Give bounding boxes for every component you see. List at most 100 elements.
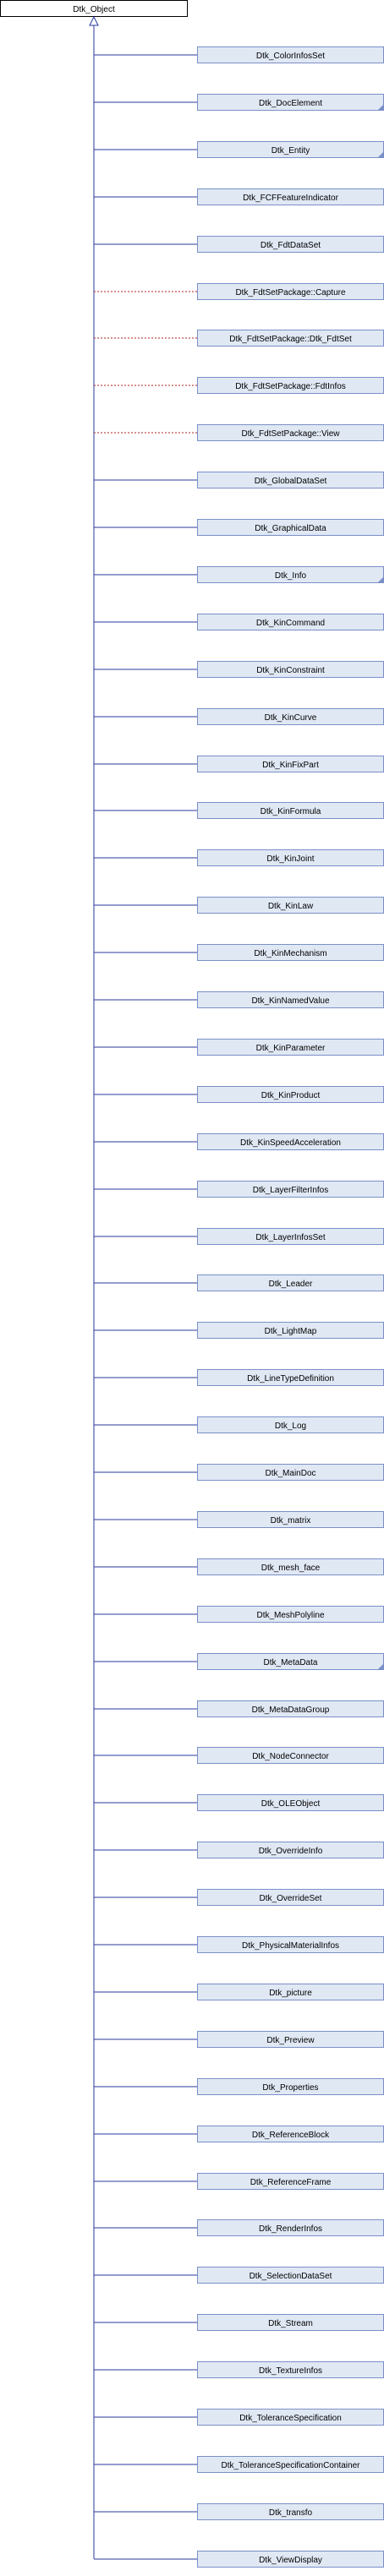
class-node[interactable]: Dtk_matrix — [197, 1511, 384, 1528]
class-label: Dtk_KinCurve — [265, 713, 317, 723]
class-label: Dtk_ToleranceSpecification — [239, 2414, 342, 2423]
class-node[interactable]: Dtk_KinConstraint — [197, 661, 384, 678]
class-label: Dtk_MetaData — [264, 1658, 318, 1667]
class-node[interactable]: Dtk_FdtSetPackage::FdtInfos — [197, 377, 384, 394]
class-label: Dtk_OverrideSet — [260, 1894, 322, 1903]
class-node[interactable]: Dtk_picture — [197, 1984, 384, 2000]
class-label: Dtk_GraphicalData — [255, 524, 326, 533]
class-label: Dtk_GlobalDataSet — [255, 477, 327, 486]
class-node[interactable]: Dtk_DocElement — [197, 94, 384, 111]
class-label: Dtk_OverrideInfo — [259, 1847, 323, 1856]
class-label: Dtk_ColorInfosSet — [256, 52, 325, 61]
class-label: Dtk_MeshPolyline — [256, 1611, 324, 1620]
class-node[interactable]: Dtk_KinNamedValue — [197, 991, 384, 1008]
class-node[interactable]: Dtk_ReferenceFrame — [197, 2173, 384, 2190]
class-label: Dtk_ToleranceSpecificationContainer — [222, 2461, 361, 2470]
class-node[interactable]: Dtk_Leader — [197, 1274, 384, 1291]
class-label: Dtk_ReferenceFrame — [250, 2178, 332, 2187]
class-label: Dtk_KinParameter — [256, 1044, 326, 1053]
class-label: Dtk_Entity — [272, 146, 310, 156]
class-node[interactable]: Dtk_Preview — [197, 2031, 384, 2048]
expand-corner-icon — [378, 1664, 383, 1669]
class-node[interactable]: Dtk_FdtSetPackage::Dtk_FdtSet — [197, 330, 384, 347]
class-node[interactable]: Dtk_Properties — [197, 2078, 384, 2095]
class-node[interactable]: Dtk_KinFixPart — [197, 756, 384, 772]
class-label: Dtk_FdtSetPackage::Capture — [235, 288, 346, 297]
class-node[interactable]: Dtk_TextureInfos — [197, 2361, 384, 2378]
class-label: Dtk_FdtSetPackage::View — [242, 429, 341, 439]
class-label: Dtk_KinMechanism — [254, 949, 326, 958]
inheritance-edges — [89, 15, 197, 2560]
class-node[interactable]: Dtk_transfo — [197, 2503, 384, 2520]
class-label: Dtk_KinConstraint — [256, 666, 325, 675]
class-node[interactable]: Dtk_FdtSetPackage::Capture — [197, 283, 384, 300]
class-node[interactable]: Dtk_SelectionDataSet — [197, 2267, 384, 2284]
class-label: Dtk_KinProduct — [261, 1091, 321, 1100]
class-node[interactable]: Dtk_LayerFilterInfos — [197, 1181, 384, 1198]
class-label: Dtk_PhysicalMaterialInfos — [242, 1941, 339, 1951]
class-label: Dtk_transfo — [269, 2508, 313, 2518]
class-label: Dtk_ViewDisplay — [259, 2556, 322, 2565]
class-node[interactable]: Dtk_PhysicalMaterialInfos — [197, 1936, 384, 1953]
class-node[interactable]: Dtk_LightMap — [197, 1322, 384, 1339]
class-label: Dtk_Preview — [266, 2036, 315, 2045]
class-node[interactable]: Dtk_OverrideInfo — [197, 1842, 384, 1858]
inheritance-arrowhead — [89, 15, 99, 26]
class-label: Dtk_MetaDataGroup — [252, 1706, 330, 1715]
class-node[interactable]: Dtk_ViewDisplay — [197, 2551, 384, 2568]
class-node[interactable]: Dtk_KinJoint — [197, 849, 384, 866]
class-label: Dtk_Leader — [269, 1280, 313, 1289]
class-node[interactable]: Dtk_GlobalDataSet — [197, 472, 384, 488]
class-node[interactable]: Dtk_MetaDataGroup — [197, 1700, 384, 1717]
class-label: Dtk_FdtSetPackage::FdtInfos — [235, 382, 346, 391]
class-label: Dtk_LayerFilterInfos — [253, 1186, 328, 1195]
class-node[interactable]: Dtk_KinFormula — [197, 802, 384, 819]
class-label: Dtk_KinNamedValue — [251, 996, 330, 1006]
class-node[interactable]: Dtk_ToleranceSpecification — [197, 2409, 384, 2426]
class-node[interactable]: Dtk_RenderInfos — [197, 2219, 384, 2236]
class-node[interactable]: Dtk_KinParameter — [197, 1039, 384, 1056]
class-node[interactable]: Dtk_ReferenceBlock — [197, 2126, 384, 2142]
class-node[interactable]: Dtk_FdtSetPackage::View — [197, 424, 384, 441]
class-label: Dtk_SelectionDataSet — [250, 2272, 332, 2281]
class-node[interactable]: Dtk_GraphicalData — [197, 519, 384, 536]
class-label: Dtk_mesh_face — [261, 1564, 321, 1573]
class-node[interactable]: Dtk_KinCommand — [197, 614, 384, 630]
class-node[interactable]: Dtk_Info — [197, 566, 384, 583]
class-node[interactable]: Dtk_LayerInfosSet — [197, 1228, 384, 1245]
class-node[interactable]: Dtk_MetaData — [197, 1653, 384, 1670]
class-node[interactable]: Dtk_ColorInfosSet — [197, 46, 384, 63]
class-label: Dtk_Stream — [268, 2319, 313, 2328]
class-node[interactable]: Dtk_mesh_face — [197, 1558, 384, 1575]
expand-corner-icon — [378, 152, 383, 157]
class-node[interactable]: Dtk_Stream — [197, 2314, 384, 2331]
class-node[interactable]: Dtk_FCFFeatureIndicator — [197, 188, 384, 205]
class-node[interactable]: Dtk_NodeConnector — [197, 1747, 384, 1764]
class-node[interactable]: Dtk_MainDoc — [197, 1464, 384, 1481]
class-label: Dtk_KinFormula — [261, 807, 321, 816]
class-node[interactable]: Dtk_Log — [197, 1416, 384, 1433]
class-label: Dtk_KinSpeedAcceleration — [240, 1138, 341, 1148]
child-class-nodes: Dtk_ColorInfosSetDtk_DocElementDtk_Entit… — [197, 46, 384, 2568]
class-node[interactable]: Dtk_Entity — [197, 141, 384, 158]
expand-corner-icon — [378, 577, 383, 582]
class-node[interactable]: Dtk_OLEObject — [197, 1794, 384, 1811]
class-label: Dtk_picture — [269, 1989, 312, 1998]
class-node[interactable]: Dtk_KinSpeedAcceleration — [197, 1133, 384, 1150]
class-node[interactable]: Dtk_ToleranceSpecificationContainer — [197, 2456, 384, 2473]
class-node[interactable]: Dtk_OverrideSet — [197, 1889, 384, 1906]
root-class-node[interactable]: Dtk_Object — [0, 0, 188, 17]
class-node[interactable]: Dtk_KinProduct — [197, 1086, 384, 1103]
class-node[interactable]: Dtk_KinLaw — [197, 897, 384, 914]
class-label: Dtk_Info — [275, 571, 307, 581]
class-node[interactable]: Dtk_KinCurve — [197, 708, 384, 725]
class-node[interactable]: Dtk_LineTypeDefinition — [197, 1369, 384, 1386]
class-label: Dtk_KinJoint — [266, 854, 314, 864]
class-label: Dtk_Properties — [262, 2083, 318, 2093]
class-node[interactable]: Dtk_FdtDataSet — [197, 236, 384, 253]
class-label: Dtk_KinFixPart — [262, 761, 319, 770]
class-node[interactable]: Dtk_KinMechanism — [197, 944, 384, 961]
class-node[interactable]: Dtk_MeshPolyline — [197, 1606, 384, 1623]
class-label: Dtk_ReferenceBlock — [252, 2131, 330, 2140]
